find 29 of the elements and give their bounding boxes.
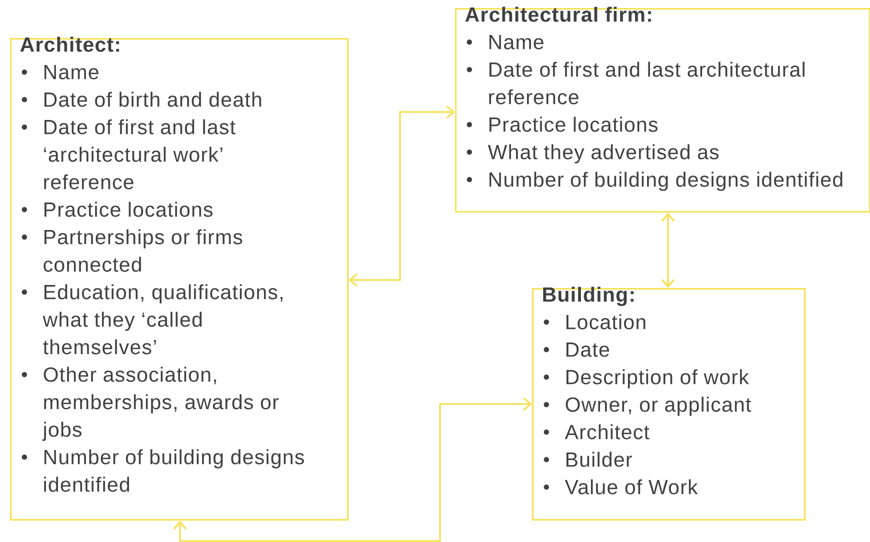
list-item: Practice locations <box>44 202 213 217</box>
info-box <box>532 286 806 521</box>
list-item: Education, qualifications, what they ‘called themselves’ <box>42 284 282 354</box>
list-item: Practice locations <box>489 116 658 132</box>
list-item: Name <box>44 65 98 80</box>
list-item: Owner, or applicant <box>566 396 752 416</box>
list-item: Value of Work <box>564 479 698 494</box>
list-item: Date of first and last architectural reference <box>489 62 805 104</box>
list-item: Partnerships or firms connected <box>44 229 242 272</box>
arrow <box>173 397 532 542</box>
list-item: Location <box>566 314 646 330</box>
list-item: Number of building designs identified <box>489 172 842 191</box>
list-item: Name <box>489 35 544 50</box>
heading: Architect: <box>20 36 120 52</box>
list-item: Description of work <box>566 369 749 388</box>
list-item: What they advertised as <box>488 144 719 164</box>
info-box <box>10 36 349 521</box>
info-box <box>455 6 870 213</box>
list-item: Other association, memberships, awards or jobs <box>42 366 279 441</box>
heading: Architectural firm: <box>465 6 651 22</box>
list-item: Date of birth and death <box>44 92 262 107</box>
heading: Building: <box>543 286 634 306</box>
list-item: Architect <box>564 424 650 440</box>
arrow <box>348 105 455 287</box>
arrow <box>661 212 675 288</box>
list-item: Builder <box>566 452 632 467</box>
list-item: Date <box>566 342 610 357</box>
list-item: Number of building designs identified <box>44 449 304 492</box>
list-item: Date of first and last ‘architectural work’ reference <box>44 119 236 190</box>
